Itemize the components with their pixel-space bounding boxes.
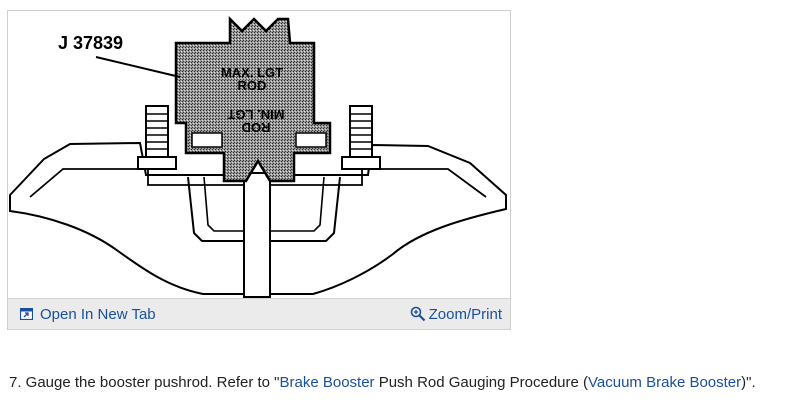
step-text-part-2: Push Rod Gauging Procedure ( [374, 374, 589, 391]
gauge-text-max-lgt: MAX. LGT [221, 65, 283, 80]
gauge-text-rod-top: ROD [238, 78, 267, 93]
zoom-print-label: Zoom/Print [428, 305, 502, 323]
figure-toolbar: Open In New Tab Zoom/Print [8, 298, 510, 329]
gauge-text-min-lgt: MIN. LGT [227, 107, 284, 122]
tool-callout-label: J 37839 [58, 33, 123, 53]
gauge-text-rod-bottom: ROD [242, 120, 271, 135]
open-in-new-tab-button[interactable]: Open In New Tab [20, 299, 156, 329]
figure-panel: MAX. LGT ROD ROD MIN. LGT J 37839 Open I… [7, 10, 511, 330]
step-instruction: 7. Gauge the booster pushrod. Refer to "… [9, 374, 756, 391]
open-new-tab-icon [20, 308, 33, 320]
right-stud [341, 105, 381, 170]
magnifier-icon [410, 306, 425, 322]
zoom-print-button[interactable]: Zoom/Print [410, 299, 502, 329]
open-in-new-tab-label: Open In New Tab [40, 305, 156, 323]
brake-booster-link[interactable]: Brake Booster [279, 374, 375, 391]
callout-leader-line [95, 56, 181, 78]
pushrod-gauge-diagram: MAX. LGT ROD ROD MIN. LGT J 37839 [9, 15, 507, 298]
step-text-part-3: )". [741, 374, 756, 391]
push-rod [243, 172, 271, 298]
left-stud [137, 105, 177, 170]
gauge-tool [174, 15, 332, 183]
step-text-part-1: 7. Gauge the booster pushrod. Refer to " [9, 374, 280, 391]
vacuum-brake-booster-link[interactable]: Vacuum Brake Booster [588, 374, 742, 391]
